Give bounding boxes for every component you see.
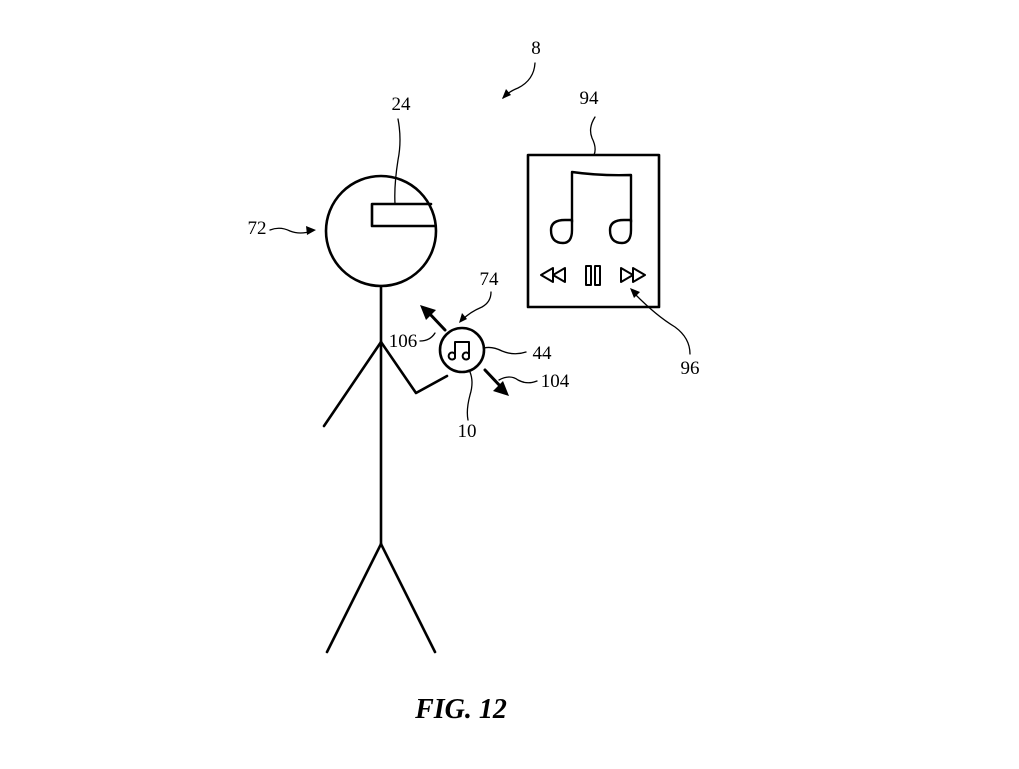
- label-head-mounted-device: 24: [392, 94, 412, 115]
- user-right-leg: [379, 542, 437, 654]
- label-rotation-clockwise: 104: [541, 371, 570, 392]
- fast-forward-icon: [620, 267, 646, 283]
- user-left-leg: [325, 542, 383, 654]
- label-display: 44: [533, 343, 553, 364]
- leader-72: [269, 227, 313, 234]
- user-head: [324, 174, 438, 288]
- leader-24: [394, 118, 401, 205]
- label-wrist-device: 10: [458, 421, 477, 442]
- label-system: 8: [531, 38, 541, 59]
- arrowhead-icon: [306, 226, 316, 235]
- label-external-device: 94: [580, 88, 600, 109]
- wrist-device: [438, 326, 486, 374]
- rotation-arrow-clockwise: [483, 368, 509, 396]
- leader-44: [483, 346, 527, 355]
- rewind-icon: [540, 267, 566, 283]
- label-user: 72: [248, 218, 267, 239]
- leader-10: [466, 371, 473, 421]
- rotation-arrow-counterclockwise: [420, 305, 447, 332]
- user-left-arm: [322, 340, 383, 428]
- media-controls: [540, 265, 646, 286]
- music-note-icon: [549, 170, 633, 245]
- label-rotation-counterclockwise: 106: [389, 331, 418, 352]
- leader-74: [461, 291, 492, 321]
- external-device: [526, 153, 661, 309]
- leader-96: [631, 290, 691, 355]
- leader-lines: [269, 62, 691, 421]
- user-right-arm: [379, 340, 449, 395]
- wrist-device-body: [438, 326, 486, 374]
- reference-labels: 8 24 72 74 44 104 106 10 94 96: [248, 38, 700, 442]
- arrowhead-icon: [502, 89, 511, 99]
- figure-caption: FIG. 12: [414, 694, 507, 725]
- leader-104: [498, 376, 538, 384]
- user-figure: [322, 174, 449, 654]
- label-media-controls: 96: [681, 358, 700, 379]
- arrowhead-icon: [420, 305, 436, 320]
- head-mounted-device: [370, 202, 437, 228]
- music-note-icon: [447, 341, 470, 361]
- arrowhead-icon: [630, 288, 640, 298]
- label-user-gesture: 74: [480, 269, 500, 290]
- pause-icon: [585, 265, 601, 286]
- external-device-frame: [526, 153, 661, 309]
- leader-106: [419, 332, 436, 342]
- leader-94: [589, 116, 596, 156]
- arrowhead-icon: [493, 381, 509, 396]
- arrowhead-icon: [459, 313, 467, 323]
